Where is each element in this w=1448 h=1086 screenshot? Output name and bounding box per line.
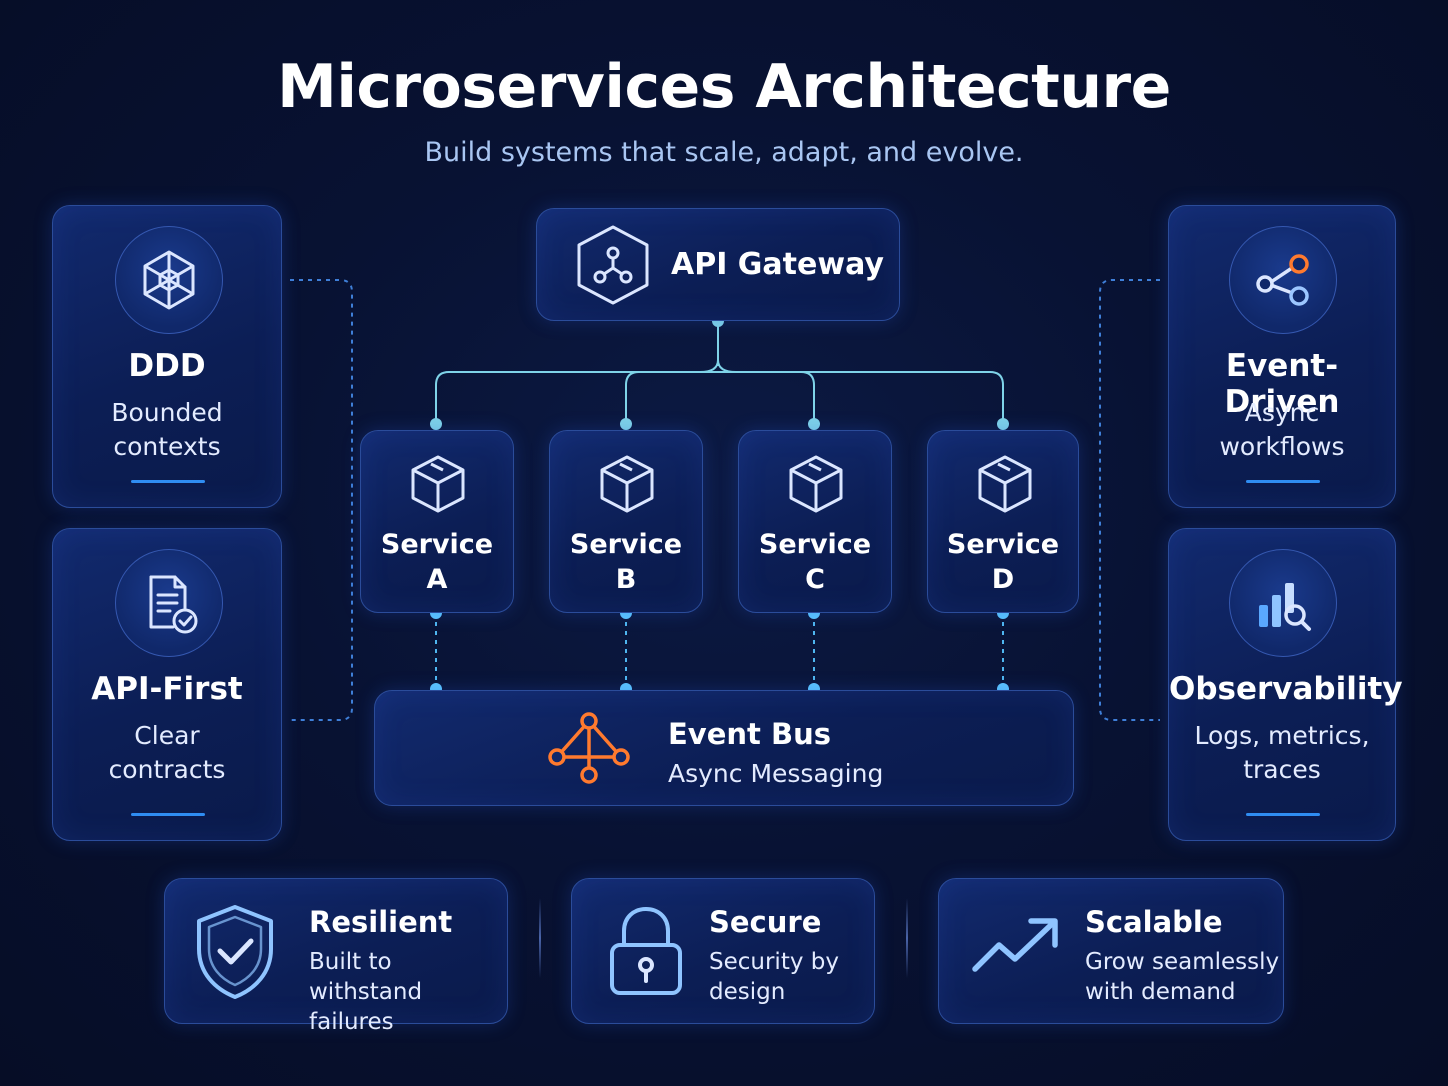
- observability-card: Observability Logs, metrics, traces: [1168, 528, 1403, 841]
- divider: [539, 898, 541, 978]
- feature-description: Built to withstand failures: [309, 947, 507, 1037]
- service-label-line: D: [991, 564, 1015, 595]
- feature-description-line: Built to withstand: [309, 949, 423, 1005]
- service-label-line: A: [426, 564, 448, 595]
- service-c-node: Service C: [738, 430, 892, 613]
- card-description-line: Clear: [134, 721, 200, 750]
- card-description-line: workflows: [1219, 432, 1345, 461]
- service-label: Service C: [739, 527, 891, 597]
- card-description: Clear contracts: [63, 719, 271, 787]
- card-description-line: contracts: [108, 755, 226, 784]
- icon-circle: [1229, 226, 1337, 334]
- card-description-line: Logs, metrics,: [1194, 721, 1370, 750]
- service-label-line: Service: [758, 529, 872, 560]
- icon-circle: [1229, 549, 1337, 657]
- chart-magnifier-icon: [1259, 583, 1311, 631]
- shield-check-icon: [197, 905, 273, 999]
- service-label-line: Service: [569, 529, 683, 560]
- feature-description-line: Grow seamlessly: [1085, 949, 1280, 975]
- service-a-node: Service A: [360, 430, 514, 613]
- card-title: API-First: [91, 671, 243, 707]
- card-underline: [131, 813, 205, 816]
- feature-description-line: with demand: [1085, 979, 1236, 1005]
- trend-up-arrow-icon: [972, 918, 1058, 972]
- gateway-label: API Gateway: [671, 247, 884, 282]
- card-title: Observability: [1169, 671, 1403, 707]
- api-gateway-node: API Gateway: [536, 208, 900, 321]
- card-description: Bounded contexts: [63, 396, 271, 464]
- event-driven-card: Event-Driven Async workflows: [1168, 205, 1396, 508]
- resilient-card: Resilient Built to withstand failures: [164, 878, 508, 1035]
- event-bus-title: Event Bus: [668, 717, 831, 751]
- feature-title: Resilient: [309, 905, 453, 939]
- card-title: DDD: [128, 348, 206, 384]
- box-icon: [411, 455, 465, 513]
- event-bus-node: Event Bus Async Messaging: [374, 690, 1074, 806]
- service-label-line: Service: [946, 529, 1060, 560]
- box-icon: [789, 455, 843, 513]
- feature-description-line: failures: [309, 1009, 394, 1035]
- feature-description: Grow seamlessly with demand: [1085, 947, 1279, 1007]
- service-label-line: Service: [380, 529, 494, 560]
- scalable-card: Scalable Grow seamlessly with demand: [938, 878, 1284, 1024]
- api-first-card: API-First Clear contracts: [52, 528, 282, 841]
- feature-description-line: design: [709, 979, 786, 1005]
- card-underline: [1246, 813, 1320, 816]
- box-icon: [600, 455, 654, 513]
- box-icon: [978, 455, 1032, 513]
- padlock-icon: [610, 907, 682, 995]
- service-label: Service B: [550, 527, 702, 597]
- card-description: Logs, metrics, traces: [1179, 719, 1385, 787]
- service-b-node: Service B: [549, 430, 703, 613]
- card-description-line: Bounded: [111, 398, 223, 427]
- icon-circle: [115, 549, 223, 657]
- page-subtitle: Build systems that scale, adapt, and evo…: [424, 137, 1024, 168]
- ddd-card: DDD Bounded contexts: [52, 205, 282, 508]
- secure-card: Secure Security by design: [571, 878, 875, 1024]
- network-triangle-icon: [548, 712, 630, 784]
- service-d-node: Service D: [927, 430, 1079, 613]
- service-label: Service D: [928, 527, 1078, 597]
- service-label: Service A: [361, 527, 513, 597]
- service-label-line: B: [615, 564, 637, 595]
- feature-title: Secure: [709, 905, 822, 939]
- feature-description: Security by design: [709, 947, 839, 1007]
- feature-title: Scalable: [1085, 905, 1223, 939]
- card-underline: [1246, 480, 1320, 483]
- hexagon-network-icon: [577, 225, 649, 305]
- divider: [906, 898, 908, 978]
- document-check-icon: [149, 575, 198, 634]
- card-description-line: traces: [1243, 755, 1321, 784]
- share-nodes-icon: [1256, 254, 1309, 306]
- card-description: Async workflows: [1179, 396, 1385, 464]
- icon-circle: [115, 226, 223, 334]
- card-title: Event-Driven: [1224, 348, 1340, 420]
- card-description-line: contexts: [113, 432, 221, 461]
- card-description-line: Async: [1244, 398, 1320, 427]
- card-underline: [131, 480, 205, 483]
- feature-description-line: Security by: [709, 949, 839, 975]
- service-label-line: C: [805, 564, 825, 595]
- page-title: Microservices Architecture: [277, 52, 1171, 122]
- hexagon-cube-icon: [143, 250, 195, 310]
- event-bus-subtitle: Async Messaging: [668, 759, 884, 788]
